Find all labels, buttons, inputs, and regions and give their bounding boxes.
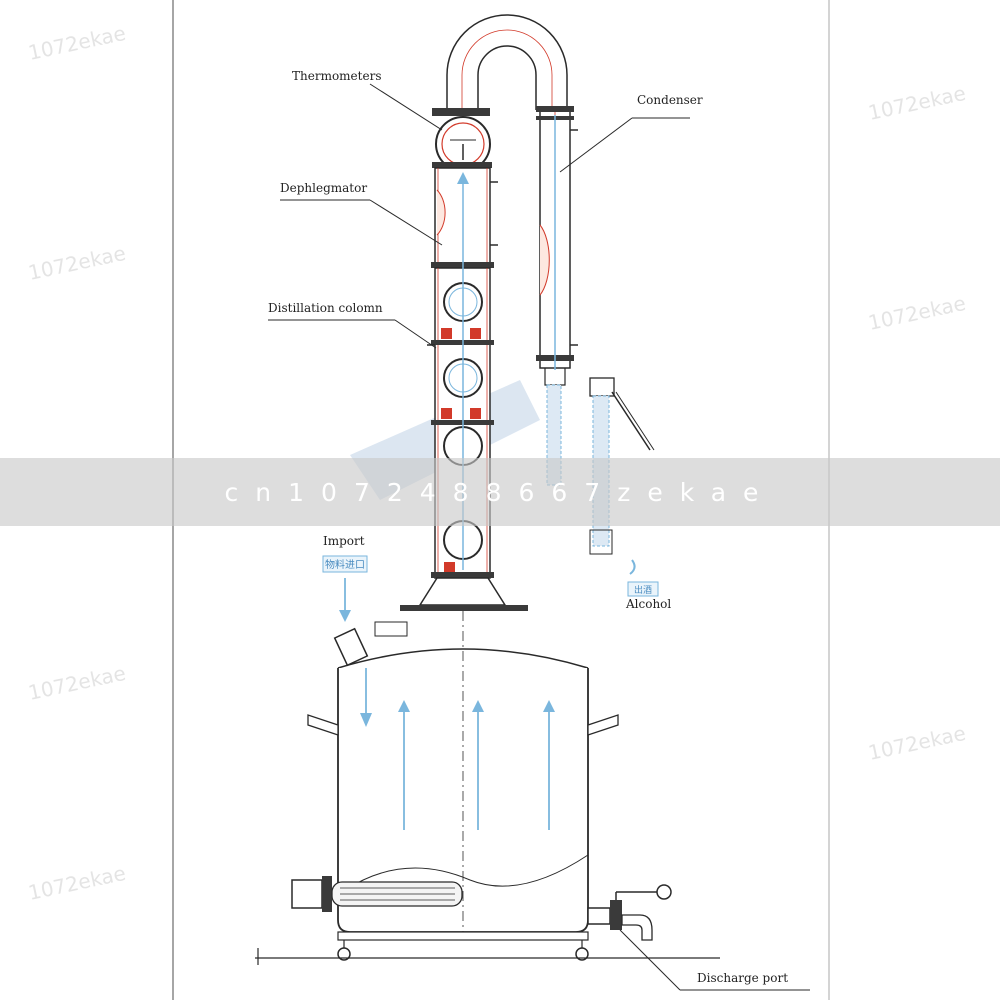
watermark: 1072ekae (26, 21, 128, 65)
label-alcohol-text: Alcohol (625, 597, 671, 611)
watermark: 1072ekae (26, 661, 128, 705)
watermark-banner-text: cn1072488667zekae (224, 477, 776, 507)
label-distillation-column-text: Distillation colomn (268, 301, 383, 315)
label-distillation-column: Distillation colomn (268, 301, 437, 349)
u-bend-pipe (446, 14, 568, 110)
label-alcohol: 出酒 Alcohol (625, 581, 671, 611)
label-condenser-text: Condenser (637, 93, 703, 107)
import-flow-arrow (339, 578, 372, 727)
label-dephlegmator-text: Dephlegmator (280, 181, 367, 195)
watermark: 1072ekae (26, 241, 128, 285)
vapor-flow-arrows (398, 700, 555, 830)
thermometer-gauge (432, 108, 492, 172)
label-thermometers-text: Thermometers (292, 69, 381, 83)
watermark-banner: cn1072488667zekae (0, 458, 1000, 526)
pot-still-body (307, 611, 619, 961)
alcohol-tag-text: 出酒 (634, 584, 652, 596)
label-import: Import 物料进口 (322, 534, 368, 573)
watermark: 1072ekae (26, 861, 128, 905)
heating-element (291, 876, 463, 912)
label-import-text: Import (323, 534, 365, 548)
distillation-column (427, 267, 494, 579)
label-discharge-port: Discharge port (619, 929, 810, 991)
import-tag-text: 物料进口 (325, 558, 365, 571)
discharge-valve (587, 884, 672, 941)
u-bend-centerline (461, 29, 553, 110)
label-thermometers: Thermometers (292, 69, 443, 131)
label-discharge-port-text: Discharge port (697, 971, 788, 985)
watermark: 1072ekae (866, 81, 968, 125)
watermark: 1072ekae (866, 291, 968, 335)
watermark: 1072ekae (866, 721, 968, 765)
import-inlet (333, 621, 408, 667)
column-flow-arrow (457, 172, 469, 184)
label-dephlegmator: Dephlegmator (280, 181, 443, 246)
label-condenser: Condenser (559, 93, 703, 173)
